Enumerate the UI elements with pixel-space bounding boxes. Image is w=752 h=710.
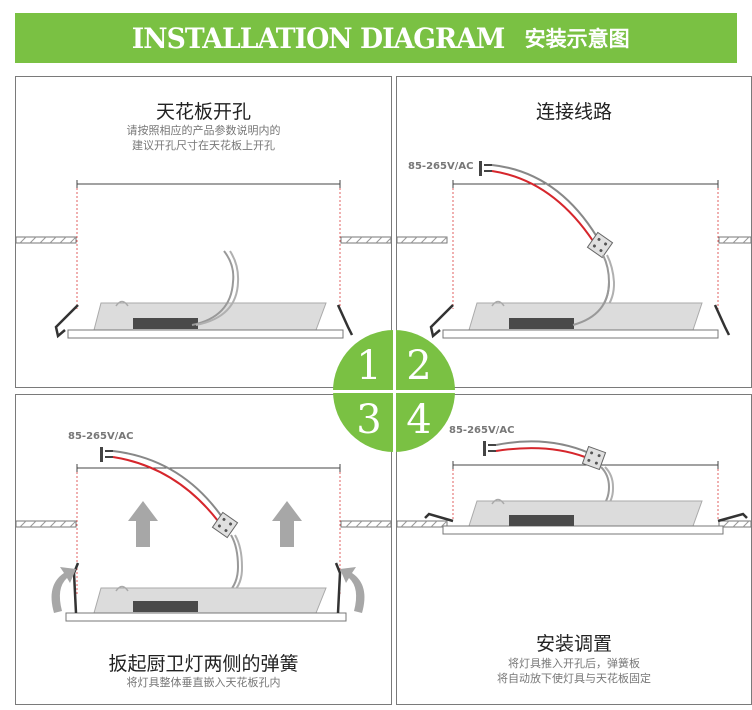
step-1-panel: 天花板开孔 请按照相应的产品参数说明内的 建议开孔尺寸在天花板上开孔 (15, 76, 392, 388)
step-3-panel: 85-265V/AC 扳起厨卫灯两侧的弹簧 将灯具整体垂直嵌入天花板孔内 (15, 394, 392, 705)
step-3-voltage: 85-265V/AC (68, 431, 134, 442)
step-3-illustration (16, 447, 391, 622)
banner-title-en: INSTALLATION DIAGRAM (132, 21, 506, 55)
step-1-illustration (16, 180, 391, 339)
rotate-arrow-right-icon (340, 567, 365, 613)
rotate-arrow-left-icon (51, 567, 76, 613)
wire (191, 250, 235, 326)
wire-connector (586, 231, 614, 259)
step-2-voltage: 85-265V/AC (408, 161, 474, 172)
spring-left-fixed (424, 512, 454, 523)
step-number-1: 1 (356, 343, 382, 389)
lamp-body (93, 302, 327, 331)
wire-connector (211, 511, 239, 539)
step-1-desc-line2: 建议开孔尺寸在天花板上开孔 (132, 139, 275, 152)
plug-icon (483, 441, 496, 456)
step-3-title: 扳起厨卫灯两侧的弹簧 (108, 653, 299, 675)
spring-right-fixed (717, 512, 748, 523)
step-1-desc-line1: 请按照相应的产品参数说明内的 (126, 124, 281, 137)
step-3-desc: 将灯具整体垂直嵌入天花板孔内 (126, 676, 281, 689)
led-driver (133, 318, 198, 329)
step-4-panel: 85-265V/AC 安装调置 将灯具推入开孔后，弹簧板 将自动放下使灯具与天花… (396, 394, 752, 705)
step-2-title: 连接线路 (535, 101, 612, 123)
step-4-voltage: 85-265V/AC (449, 425, 515, 436)
ceiling-left (16, 236, 77, 244)
spring-right-raised (334, 562, 342, 614)
plug-icon (100, 447, 113, 462)
lamp-panel (67, 329, 344, 339)
up-arrow-left-icon (128, 501, 158, 547)
step-1-title: 天花板开孔 (155, 101, 251, 123)
up-arrow-right-icon (272, 501, 302, 547)
step-number-badge: 1 2 3 4 (333, 330, 455, 452)
step-number-2: 2 (406, 343, 432, 389)
wire-connector (581, 445, 607, 471)
step-4-illustration (397, 440, 751, 535)
installation-banner: INSTALLATION DIAGRAM 安装示意图 (15, 13, 737, 63)
step-4-desc-line2: 将自动放下使灯具与天花板固定 (497, 672, 651, 685)
step-2-illustration (397, 161, 751, 339)
banner-title-zh: 安装示意图 (524, 27, 630, 51)
plug-icon (479, 161, 492, 176)
spring-left (54, 304, 79, 339)
ceiling-right (340, 236, 391, 244)
spring-right (336, 304, 354, 336)
step-number-4: 4 (406, 397, 432, 443)
step-number-3: 3 (356, 397, 382, 443)
step-4-title: 安装调置 (535, 633, 612, 655)
step-2-panel: 连接线路 85-265V/AC (396, 76, 752, 388)
step-4-desc-line1: 将灯具推入开孔后，弹簧板 (508, 657, 640, 670)
